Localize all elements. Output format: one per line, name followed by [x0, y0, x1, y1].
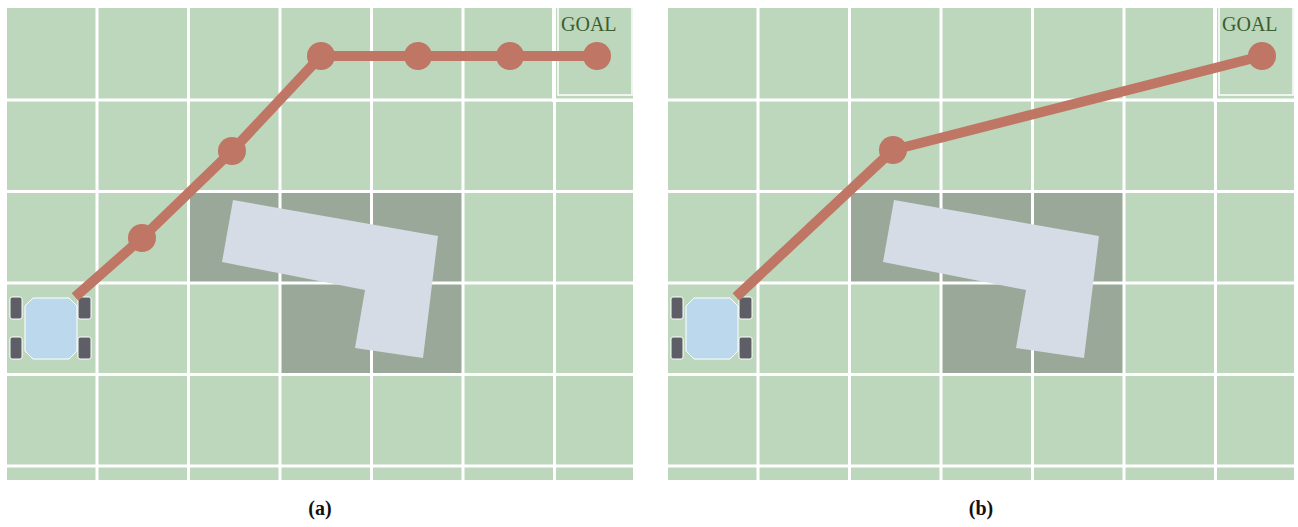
grid-line — [7, 465, 633, 468]
robot-wheel — [10, 297, 22, 319]
robot-wheel — [10, 337, 22, 359]
goal-outline — [1219, 8, 1293, 95]
grid-line — [668, 465, 1294, 468]
planned-path — [736, 56, 1262, 297]
grid-line — [848, 8, 851, 480]
goal-label: GOAL — [561, 14, 617, 34]
obstacle — [883, 200, 1099, 358]
robot-wheel — [78, 337, 91, 359]
robot-wheel — [671, 337, 683, 359]
grid-panel — [7, 8, 633, 480]
grid-line — [757, 8, 760, 480]
grid-line — [7, 282, 633, 285]
goal-label: GOAL — [1222, 14, 1278, 34]
planned-path — [75, 56, 597, 297]
waypoint — [307, 42, 335, 70]
waypoint — [583, 42, 611, 70]
robot-wheel — [739, 337, 752, 359]
grid-line — [96, 8, 99, 480]
grid-line — [187, 8, 190, 480]
waypoint — [218, 137, 246, 165]
waypoint — [496, 42, 524, 70]
waypoint — [128, 224, 156, 252]
goal-outline — [1214, 8, 1294, 101]
grid-line — [668, 99, 1294, 102]
robot-wheel — [671, 297, 683, 319]
waypoint — [404, 42, 432, 70]
grid-line — [462, 8, 465, 480]
robot-body — [25, 298, 77, 359]
panel-caption: (b) — [969, 498, 993, 518]
occupied-cell — [941, 283, 1033, 375]
grid-line — [7, 190, 633, 193]
grid-line — [7, 373, 633, 376]
panel-caption: (a) — [308, 498, 331, 518]
grid-panel — [668, 8, 1294, 480]
waypoint — [879, 136, 907, 164]
robot-wheel — [78, 297, 91, 319]
occupied-cell — [280, 283, 372, 375]
grid-line — [7, 99, 633, 102]
grid-line — [1123, 8, 1126, 480]
robot-body — [686, 298, 738, 359]
free-space — [668, 8, 1294, 480]
free-space — [7, 8, 633, 480]
waypoint — [1248, 42, 1276, 70]
grid-line — [668, 282, 1294, 285]
grid-line — [668, 373, 1294, 376]
obstacle — [222, 200, 438, 358]
robot-wheel — [739, 297, 752, 319]
grid-line — [668, 190, 1294, 193]
